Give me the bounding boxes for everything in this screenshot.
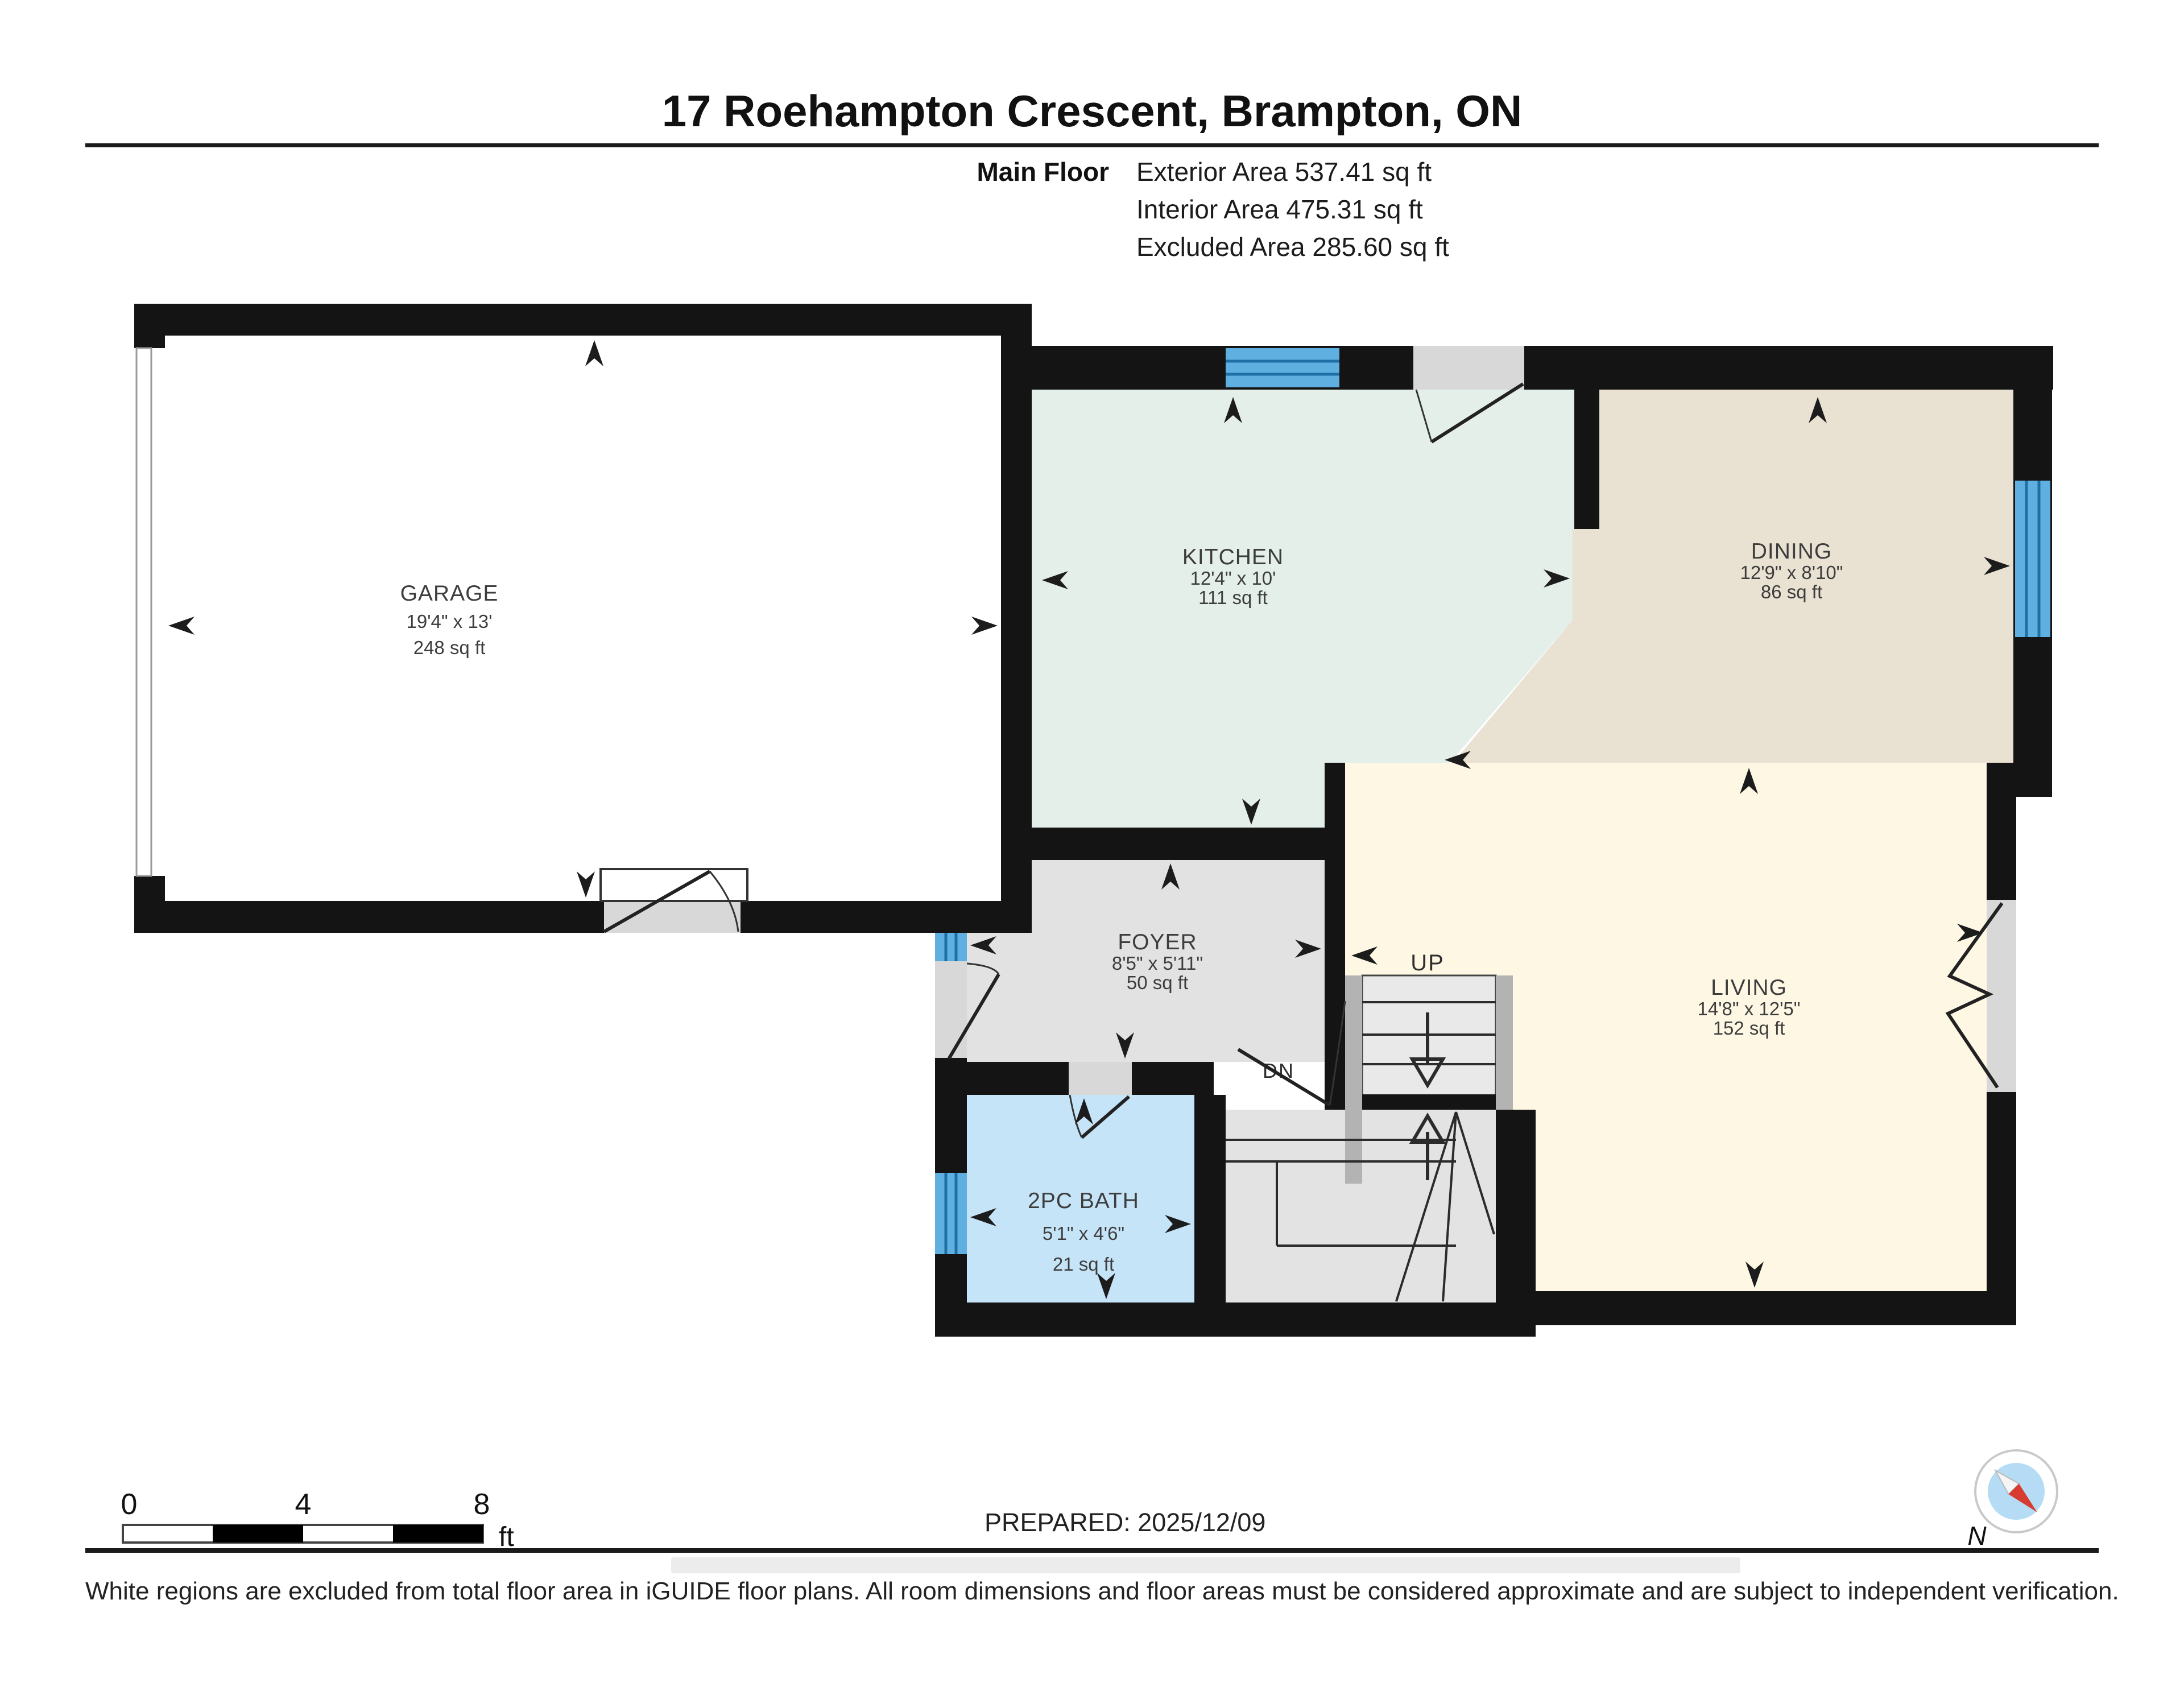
svg-text:14'8" x 12'5": 14'8" x 12'5": [1698, 998, 1801, 1019]
stair-newel: [1345, 1110, 1362, 1184]
entry-sidelight-window: [935, 933, 967, 961]
svg-text:12'9" x 8'10": 12'9" x 8'10": [1740, 562, 1843, 583]
svg-text:5'1" x 4'6": 5'1" x 4'6": [1043, 1223, 1124, 1244]
dimension-arrow-icon: [585, 340, 603, 366]
foyer-label: FOYER 8'5" x 5'11" 50 sq ft: [1112, 930, 1203, 993]
stairs-up-arrow-icon: [1409, 1012, 1446, 1089]
scale-mid: 4: [295, 1488, 312, 1521]
living-french-doors: [1945, 902, 2004, 1089]
room-foyer: [967, 860, 1325, 1062]
svg-text:86 sq ft: 86 sq ft: [1761, 581, 1822, 602]
dining-window: [2015, 481, 2050, 637]
scale-unit: ft: [499, 1522, 514, 1552]
compass: N: [1967, 1449, 2058, 1550]
kitchen-window: [1226, 348, 1339, 387]
stair-newel: [1496, 975, 1513, 1110]
bath-label: 2PC BATH 5'1" x 4'6" 21 sq ft: [1028, 1189, 1139, 1275]
prepared-date: PREPARED: 2025/12/09: [985, 1508, 1265, 1537]
svg-text:152 sq ft: 152 sq ft: [1713, 1018, 1785, 1039]
svg-text:19'4" x 13': 19'4" x 13': [407, 611, 493, 632]
header-divider: [85, 143, 2099, 147]
footer-divider: [85, 1548, 2099, 1553]
svg-text:2PC BATH: 2PC BATH: [1028, 1189, 1139, 1213]
bath-window: [935, 1173, 967, 1254]
svg-text:21 sq ft: 21 sq ft: [1053, 1254, 1114, 1275]
svg-text:8'5" x 5'11": 8'5" x 5'11": [1112, 953, 1203, 974]
room-labels: GARAGE 19'4" x 13' 248 sq ft KITCHEN 12'…: [400, 539, 1843, 1275]
header: 17 Roehampton Crescent, Brampton, ON Mai…: [85, 86, 2099, 262]
dining-label: DINING 12'9" x 8'10" 86 sq ft: [1740, 539, 1843, 602]
scale-end: 8: [474, 1488, 490, 1521]
garage-rear-door: [599, 868, 748, 933]
scale-start: 0: [121, 1488, 138, 1521]
doors: [599, 346, 2004, 1139]
interior-area: Interior Area 475.31 sq ft: [1136, 195, 1423, 224]
bath-door: [1069, 1094, 1130, 1139]
front-entry-door: [947, 962, 1000, 1060]
stair-newel: [1345, 975, 1362, 1110]
dimension-arrow-icon: [971, 617, 998, 635]
garage-door: [135, 347, 152, 877]
compass-needle-icon: [1993, 1469, 2037, 1512]
living-label: LIVING 14'8" x 12'5" 152 sq ft: [1698, 975, 1801, 1039]
basement-stair-door: [1237, 1000, 1346, 1107]
stairs-down-run-arrow-icon: [1409, 1113, 1446, 1180]
footer-disclaimer: White regions are excluded from total fl…: [85, 1577, 2119, 1605]
svg-text:111 sq ft: 111 sq ft: [1198, 587, 1268, 608]
room-dining: [1453, 390, 2013, 763]
living-door-recess: [1987, 900, 2016, 1092]
floor-name: Main Floor: [977, 157, 1109, 187]
bath-door-opening: [1069, 1062, 1132, 1095]
stairs-up-label: UP: [1410, 950, 1445, 975]
kitchen-back-door: [1413, 346, 1524, 444]
svg-text:FOYER: FOYER: [1118, 930, 1197, 954]
svg-text:GARAGE: GARAGE: [400, 581, 499, 606]
svg-text:248 sq ft: 248 sq ft: [413, 637, 486, 658]
footer: White regions are excluded from total fl…: [85, 1548, 2119, 1605]
garage-label: GARAGE 19'4" x 13' 248 sq ft: [400, 581, 499, 658]
room-kitchen: [1032, 390, 1574, 828]
entry-door-opening: [935, 961, 967, 1058]
svg-text:LIVING: LIVING: [1711, 975, 1787, 1000]
dimension-arrow-icon: [577, 871, 595, 898]
compass-north-label: N: [1967, 1521, 1987, 1550]
dimension-arrow-icon: [168, 617, 195, 635]
windows: [935, 348, 2050, 1254]
excluded-area: Excluded Area 285.60 sq ft: [1136, 232, 1449, 262]
svg-text:KITCHEN: KITCHEN: [1182, 545, 1284, 569]
room-fills: [967, 390, 2016, 1303]
stairs: UP DN: [1226, 950, 1513, 1302]
svg-text:DINING: DINING: [1751, 539, 1833, 564]
watermark: [671, 1557, 1740, 1573]
page-title: 17 Roehampton Crescent, Brampton, ON: [662, 86, 1523, 136]
kitchen-label: KITCHEN 12'4" x 10' 111 sq ft: [1182, 545, 1284, 608]
exterior-area: Exterior Area 537.41 sq ft: [1136, 157, 1432, 187]
svg-text:50 sq ft: 50 sq ft: [1127, 972, 1188, 993]
room-living: [1345, 763, 2016, 1291]
scale-bar: 0 4 8 ft: [121, 1488, 514, 1552]
svg-text:12'4" x 10': 12'4" x 10': [1190, 568, 1276, 589]
room-bath: [967, 1095, 1194, 1303]
